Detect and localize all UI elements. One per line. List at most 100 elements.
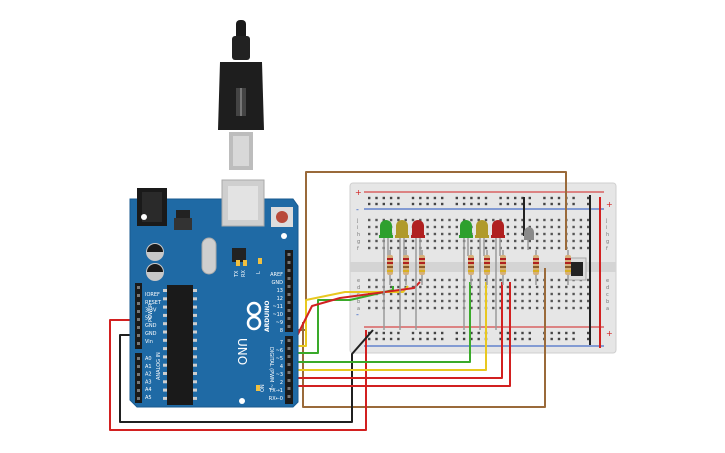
row-letter: h bbox=[357, 232, 360, 238]
header-hole bbox=[137, 342, 140, 345]
breadboard-hole bbox=[448, 285, 451, 289]
on-label: ON bbox=[260, 384, 266, 392]
breadboard-hole bbox=[411, 299, 415, 303]
rail-hole bbox=[462, 202, 466, 206]
chip-pin bbox=[163, 313, 167, 317]
chip-pin bbox=[163, 372, 167, 375]
chip-pin bbox=[193, 338, 197, 342]
rail-hole bbox=[550, 331, 553, 335]
rail-hole bbox=[419, 331, 422, 335]
rail-hole bbox=[433, 202, 437, 206]
breadboard-hole bbox=[506, 232, 510, 236]
pin-labels: IOREFRESET3.3V5VGNDGNDVinA0A1A2A3A4A5ARE… bbox=[145, 272, 283, 402]
header-hole bbox=[137, 310, 140, 313]
breadboard-hole bbox=[470, 299, 473, 303]
push-button[interactable] bbox=[567, 257, 587, 281]
breadboard-hole bbox=[587, 218, 590, 222]
rail-hole bbox=[441, 202, 444, 206]
rail-hole bbox=[484, 202, 488, 206]
breadboard-hole bbox=[572, 225, 575, 229]
breadboard-hole bbox=[521, 232, 524, 236]
header-hole bbox=[287, 301, 291, 304]
breadboard-hole bbox=[492, 246, 495, 250]
digital-pin-label: AREF bbox=[270, 272, 283, 278]
rail-plus-label-top: + bbox=[355, 188, 362, 197]
breadboard-hole bbox=[484, 218, 488, 222]
breadboard-hole bbox=[404, 239, 407, 243]
breadboard-hole bbox=[470, 218, 473, 222]
breadboard-hole bbox=[462, 218, 466, 222]
rail-hole bbox=[382, 202, 385, 206]
header-hole bbox=[137, 286, 140, 289]
usb-cable bbox=[218, 20, 264, 170]
breadboard-hole bbox=[375, 218, 378, 222]
chip-pin bbox=[193, 388, 197, 392]
breadboard-hole bbox=[441, 278, 444, 282]
rail-hole bbox=[557, 331, 561, 335]
breadboard-components bbox=[379, 220, 587, 330]
rail-hole bbox=[477, 331, 480, 335]
rail-hole bbox=[521, 337, 524, 341]
breadboard-hole bbox=[565, 299, 568, 303]
breadboard-hole bbox=[404, 246, 407, 250]
breadboard-hole bbox=[506, 218, 510, 222]
rail-hole bbox=[543, 196, 546, 200]
breadboard-hole bbox=[587, 292, 590, 296]
breadboard-hole bbox=[455, 246, 458, 250]
rail-hole bbox=[397, 196, 400, 200]
breadboard-hole bbox=[470, 239, 473, 243]
rail-hole bbox=[375, 331, 378, 335]
chip-pin bbox=[193, 355, 197, 359]
breadboard-hole bbox=[587, 299, 590, 303]
rail-hole bbox=[565, 331, 568, 335]
breadboard-hole bbox=[375, 232, 378, 236]
row-letter: a bbox=[606, 306, 609, 312]
breadboard-hole bbox=[557, 306, 561, 310]
rail-hole bbox=[433, 196, 437, 200]
rail-hole bbox=[411, 331, 415, 335]
rail-hole bbox=[441, 196, 444, 200]
breadboard-hole bbox=[470, 285, 473, 289]
rail-hole bbox=[462, 337, 466, 341]
wire-black-gnd bbox=[119, 329, 374, 423]
chip-pin bbox=[193, 372, 197, 375]
rail-hole bbox=[587, 331, 590, 335]
rail-hole bbox=[411, 337, 415, 341]
row-letter: e bbox=[357, 278, 360, 284]
rail-hole bbox=[419, 202, 422, 206]
breadboard-hole bbox=[455, 239, 458, 243]
car-traffic-led bbox=[395, 220, 409, 330]
breadboard-hole bbox=[455, 232, 458, 236]
power-pin-label: 5V bbox=[145, 315, 152, 321]
rail-hole bbox=[572, 202, 575, 206]
chip-pin bbox=[193, 297, 197, 301]
breadboard-hole bbox=[426, 218, 429, 222]
breadboard-hole bbox=[514, 299, 517, 303]
breadboard-hole bbox=[514, 218, 517, 222]
rail-hole bbox=[557, 202, 561, 206]
breadboard-hole bbox=[419, 218, 422, 222]
breadboard-hole bbox=[557, 278, 561, 282]
breadboard-hole bbox=[528, 246, 531, 250]
breadboard-hole bbox=[433, 246, 437, 250]
wire-yellow-1 bbox=[290, 285, 409, 347]
breadboard-hole bbox=[375, 246, 378, 250]
rail-hole bbox=[426, 202, 429, 206]
arduino-uno: TX RX L ON ARDUINO UNO POWER ANALOG IN D… bbox=[129, 179, 299, 408]
breadboard-hole bbox=[587, 232, 590, 236]
row-letter: j bbox=[356, 218, 358, 224]
car-traffic-led bbox=[379, 220, 393, 330]
row-letter: g bbox=[357, 239, 360, 245]
rail-hole bbox=[572, 337, 575, 341]
breadboard-hole bbox=[506, 306, 510, 310]
digital-header-label: DIGITAL (PWM ~) bbox=[268, 347, 274, 390]
rail-hole bbox=[382, 196, 385, 200]
breadboard-hole bbox=[572, 306, 575, 310]
breadboard-hole bbox=[565, 306, 568, 310]
breadboard-hole bbox=[550, 285, 553, 289]
breadboard-hole bbox=[470, 306, 473, 310]
wire-red-5v bbox=[109, 319, 367, 431]
power-pin-label: GND bbox=[145, 331, 157, 337]
